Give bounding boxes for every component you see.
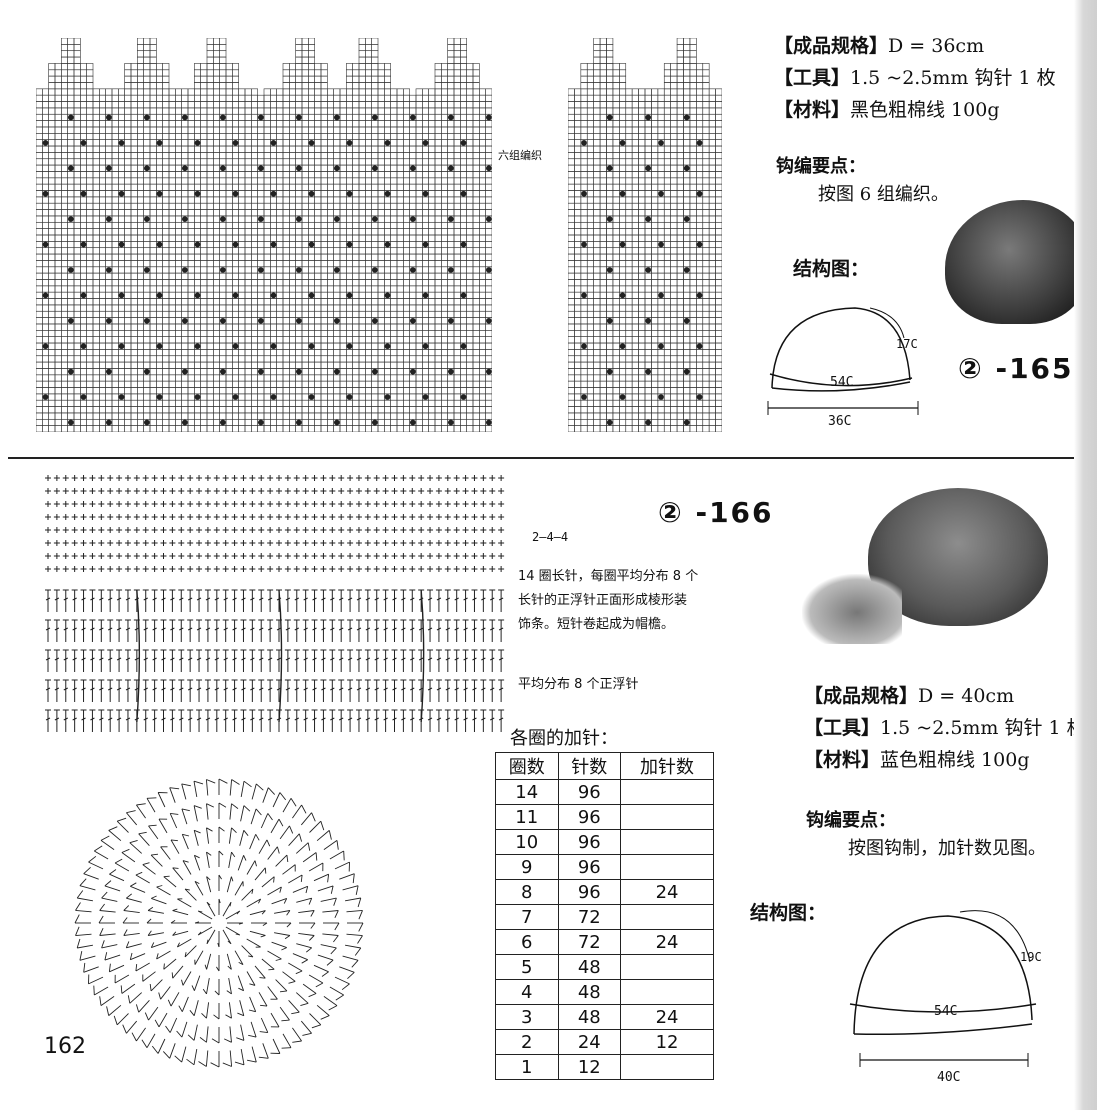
spec-tool: 【工具】1.5 ~2.5mm 钩针 1 枚	[774, 67, 1056, 89]
spec-material: 【材料】黑色粗棉线 100g	[774, 99, 1000, 121]
table-cell: 96	[557, 829, 622, 855]
table-cell	[620, 904, 714, 930]
label-width-bottom: 40C	[937, 1070, 961, 1085]
stitch-chart-right	[568, 38, 722, 432]
table-cell	[620, 979, 714, 1005]
spec-size: 【成品规格】D = 40cm	[804, 685, 1015, 707]
page-edge	[1074, 0, 1097, 1110]
table-cell	[620, 804, 714, 830]
table-cell: 9	[495, 854, 559, 880]
structure-diagram-bottom	[849, 910, 1037, 1067]
table-cell: 72	[557, 904, 622, 930]
label-width-top: 36C	[828, 414, 852, 429]
seq-label: 2—4—4	[532, 530, 569, 544]
lavender-photo	[802, 574, 902, 644]
structure-title-top: 结构图：	[793, 258, 870, 280]
table-header: 针数	[557, 752, 622, 780]
table-cell: 12	[620, 1029, 714, 1055]
note-float: 平均分布 8 个正浮针	[518, 677, 639, 692]
table-cell: 5	[495, 954, 559, 980]
desc-text: 14 圈长针，每圈平均分布 8 个 长针的正浮针正面形成棱形装 饰条。短针卷起成…	[518, 569, 699, 632]
structure-title-bottom: 结构图：	[750, 902, 827, 924]
table-cell: 11	[495, 804, 559, 830]
specs-bottom: 【成品规格】D = 40cm 【工具】1.5 ~2.5mm 钩针 1 枚 【材料…	[804, 680, 1086, 776]
table-cell: 12	[557, 1054, 622, 1080]
table-cell: 24	[557, 1029, 622, 1055]
hat-photo-top	[945, 200, 1087, 324]
table-cell: 48	[557, 1004, 622, 1030]
table-cell: 3	[495, 1004, 559, 1030]
chart-note: 六组编织	[498, 149, 542, 162]
table-cell	[620, 829, 714, 855]
table-cell: 10	[495, 829, 559, 855]
table-cell	[620, 779, 714, 805]
tips-body-bottom: 按图钩制，加针数见图。	[848, 838, 1046, 859]
label-depth-top: 17C	[896, 337, 918, 351]
table-cell: 7	[495, 904, 559, 930]
table-cell: 4	[495, 979, 559, 1005]
page-number: 162	[44, 1034, 86, 1059]
table-cell: 96	[557, 804, 622, 830]
round-stitch-chart	[74, 778, 364, 1068]
specs-top: 【成品规格】D = 36cm 【工具】1.5 ~2.5mm 钩针 1 枚 【材料…	[774, 30, 1056, 126]
table-cell: 48	[557, 954, 622, 980]
section-divider	[8, 457, 1074, 459]
structure-diagram-top	[767, 307, 919, 415]
table-cell: 96	[557, 879, 622, 905]
tips-title-bottom: 钩编要点：	[806, 810, 896, 831]
tips-body-top: 按图 6 组编织。	[818, 184, 949, 205]
spec-size: 【成品规格】D = 36cm	[774, 35, 985, 57]
table-cell: 96	[557, 854, 622, 880]
table-title: 各圈的加针：	[510, 728, 618, 749]
label-circ-bottom: 54C	[934, 1004, 958, 1019]
table-header: 圈数	[495, 752, 559, 780]
pattern-id-165: ② -165	[958, 352, 1074, 385]
table-cell	[620, 854, 714, 880]
stitch-chart-rows	[45, 475, 505, 732]
label-depth-bottom: 19C	[1020, 950, 1042, 964]
table-cell: 48	[557, 979, 622, 1005]
table-cell	[620, 954, 714, 980]
table-cell: 24	[620, 1004, 714, 1030]
table-cell: 2	[495, 1029, 559, 1055]
table-cell: 1	[495, 1054, 559, 1080]
pattern-id-166: ② -166	[658, 496, 774, 529]
table-cell: 24	[620, 929, 714, 955]
table-cell: 24	[620, 879, 714, 905]
spec-tool: 【工具】1.5 ~2.5mm 钩针 1 枚	[804, 717, 1086, 739]
stitch-chart-left	[36, 38, 492, 432]
table-cell: 8	[495, 879, 559, 905]
label-circ-top: 54C	[830, 375, 854, 390]
table-cell: 14	[495, 779, 559, 805]
table-cell	[620, 1054, 714, 1080]
table-cell: 96	[557, 779, 622, 805]
table-cell: 72	[557, 929, 622, 955]
table-header: 加针数	[620, 752, 714, 780]
spec-material: 【材料】蓝色粗棉线 100g	[804, 749, 1030, 771]
table-cell: 6	[495, 929, 559, 955]
tips-title-top: 钩编要点：	[776, 156, 866, 177]
